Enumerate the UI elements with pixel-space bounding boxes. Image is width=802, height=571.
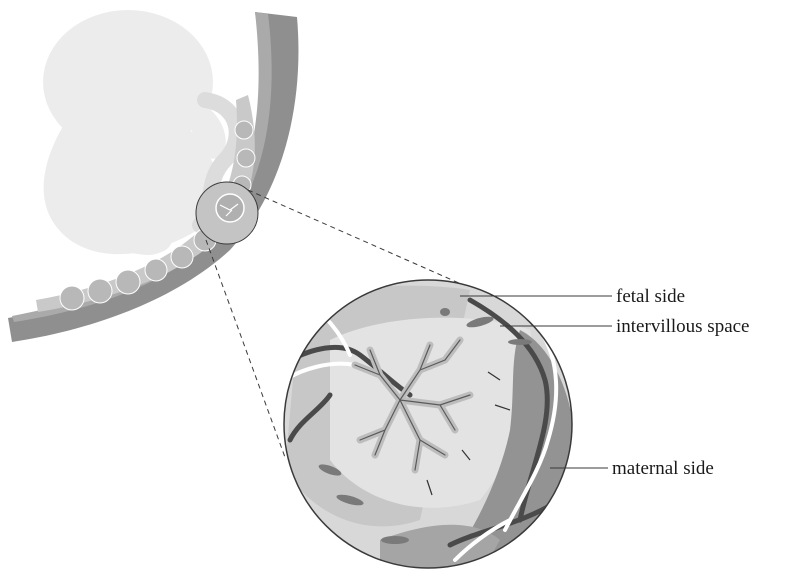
magnified-view: [280, 276, 580, 571]
label-maternal-side: maternal side: [612, 458, 714, 479]
label-fetal-side: fetal side: [616, 286, 685, 307]
label-intervillous-space: intervillous space: [616, 316, 750, 337]
